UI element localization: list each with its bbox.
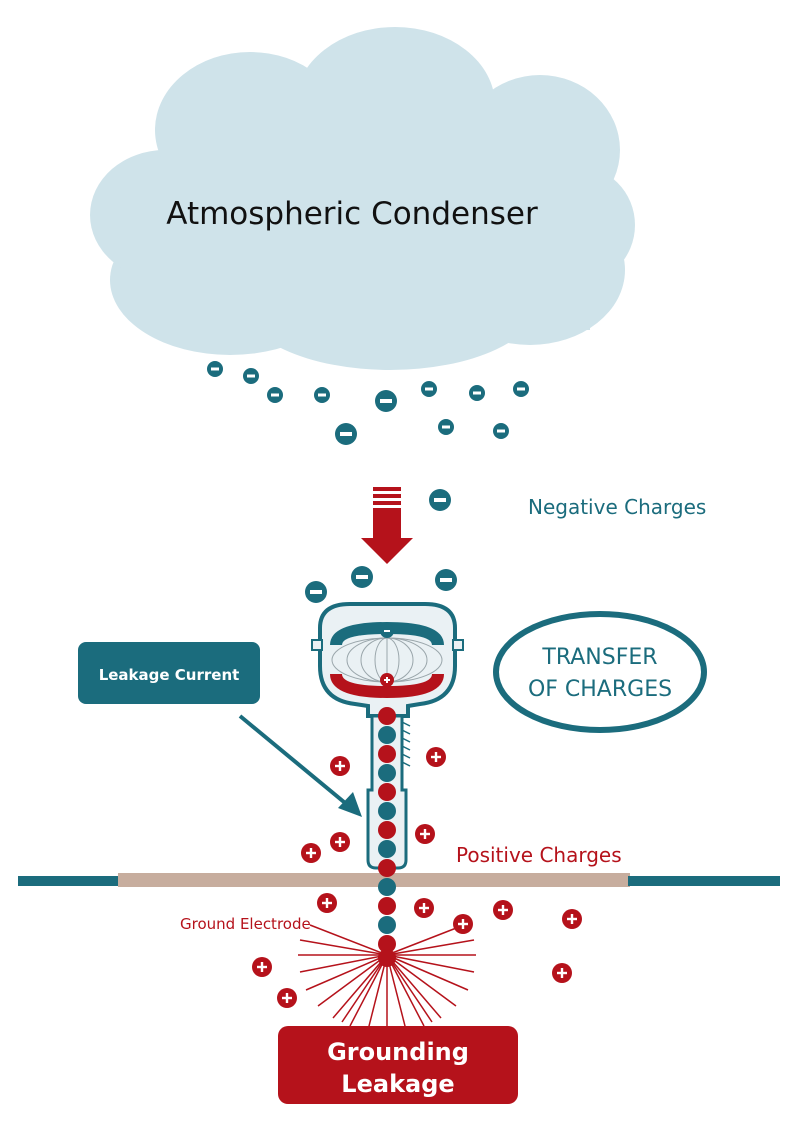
positive-charge bbox=[552, 963, 572, 983]
positive-charge bbox=[415, 824, 435, 844]
positive-charge bbox=[252, 957, 272, 977]
negative-charge bbox=[435, 569, 457, 591]
cloud-label: Atmospheric Condenser bbox=[166, 196, 538, 232]
negative-charge bbox=[421, 381, 437, 397]
negative-charge bbox=[351, 566, 373, 588]
positive-charges-label: Positive Charges bbox=[456, 843, 622, 867]
charge-chain bbox=[378, 707, 396, 967]
positive-charge bbox=[380, 673, 394, 687]
leakage-current-label: Leakage Current bbox=[99, 666, 240, 684]
negative-charge bbox=[429, 489, 451, 511]
down-arrow-icon bbox=[361, 487, 413, 564]
negative-charge bbox=[375, 390, 397, 412]
negative-charge bbox=[243, 368, 259, 384]
negative-charge bbox=[267, 387, 283, 403]
positive-charge bbox=[330, 756, 350, 776]
ground-rays bbox=[298, 924, 476, 1032]
positive-charge bbox=[493, 900, 513, 920]
ground-surface bbox=[18, 873, 780, 887]
transfer-label-line2: OF CHARGES bbox=[528, 677, 672, 702]
positive-charges bbox=[252, 747, 582, 1008]
negative-charge bbox=[305, 581, 327, 603]
negative-charge bbox=[314, 387, 330, 403]
positive-charge bbox=[317, 893, 337, 913]
positive-charge bbox=[301, 843, 321, 863]
positive-charge bbox=[426, 747, 446, 767]
grounding-label-line2: Leakage bbox=[341, 1070, 454, 1098]
ground-electrode-label: Ground Electrode bbox=[180, 915, 311, 933]
negative-charge bbox=[335, 423, 357, 445]
negative-charge bbox=[493, 423, 509, 439]
grounding-leakage-callout: Grounding Leakage bbox=[278, 1026, 518, 1104]
transfer-label-line1: TRANSFER bbox=[541, 645, 657, 670]
negative-charges bbox=[207, 361, 529, 603]
negative-charge bbox=[469, 385, 485, 401]
leakage-current-callout: Leakage Current bbox=[78, 642, 362, 817]
negative-charge bbox=[438, 419, 454, 435]
positive-charge bbox=[330, 832, 350, 852]
grounding-label-line1: Grounding bbox=[327, 1038, 469, 1066]
negative-charges-label: Negative Charges bbox=[528, 495, 706, 519]
positive-charge bbox=[562, 909, 582, 929]
positive-charge bbox=[414, 898, 434, 918]
negative-charge bbox=[207, 361, 223, 377]
negative-charge bbox=[513, 381, 529, 397]
negative-charge bbox=[380, 624, 394, 638]
transfer-of-charges-badge: TRANSFER OF CHARGES bbox=[493, 611, 707, 733]
positive-charge bbox=[453, 914, 473, 934]
cloud: Atmospheric Condenser bbox=[90, 27, 635, 370]
positive-charge bbox=[277, 988, 297, 1008]
